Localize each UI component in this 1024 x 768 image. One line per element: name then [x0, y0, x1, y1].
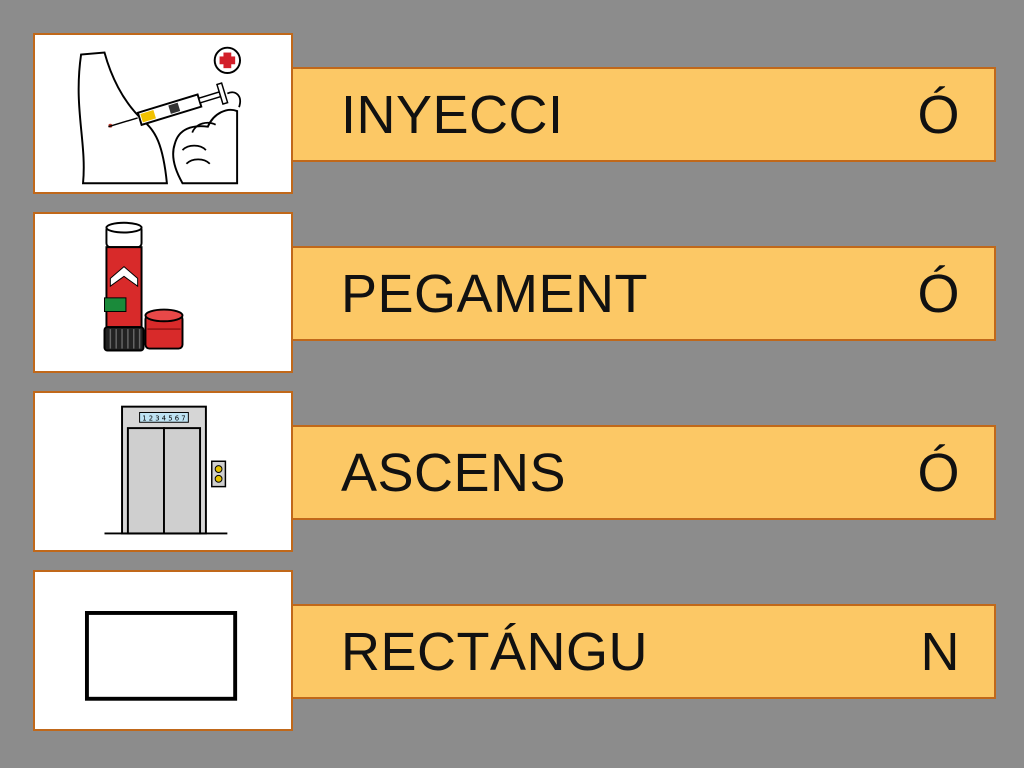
word-stem: INYECCI — [341, 84, 564, 145]
word-bar[interactable]: RECTÁNGU N — [293, 604, 996, 699]
word-row-injection: INYECCI Ó — [0, 33, 1024, 198]
word-row-glue: PEGAMENT Ó — [0, 212, 1024, 377]
glue-stick-icon — [103, 221, 184, 352]
floor-indicator-text: 1 2 3 4 5 6 7 — [142, 414, 185, 422]
rectangle-icon — [84, 611, 238, 701]
picto-card[interactable] — [33, 570, 293, 731]
picto-card[interactable] — [33, 33, 293, 194]
word-ending: N — [920, 621, 960, 682]
word-stem: PEGAMENT — [341, 263, 649, 324]
word-bar[interactable]: PEGAMENT Ó — [293, 246, 996, 341]
word-row-rectangle: RECTÁNGU N — [0, 570, 1024, 735]
word-ending: Ó — [917, 84, 960, 145]
word-bar[interactable]: ASCENS Ó — [293, 425, 996, 520]
elevator-icon: 1 2 3 4 5 6 7 — [104, 405, 228, 535]
picto-card[interactable] — [33, 212, 293, 373]
picto-card[interactable]: 1 2 3 4 5 6 7 — [33, 391, 293, 552]
word-ending: Ó — [917, 263, 960, 324]
word-row-elevator: 1 2 3 4 5 6 7 ASCENS Ó — [0, 391, 1024, 556]
word-stem: ASCENS — [341, 442, 567, 503]
word-ending: Ó — [917, 442, 960, 503]
injection-icon — [77, 46, 242, 185]
word-stem: RECTÁNGU — [341, 621, 649, 682]
word-bar[interactable]: INYECCI Ó — [293, 67, 996, 162]
